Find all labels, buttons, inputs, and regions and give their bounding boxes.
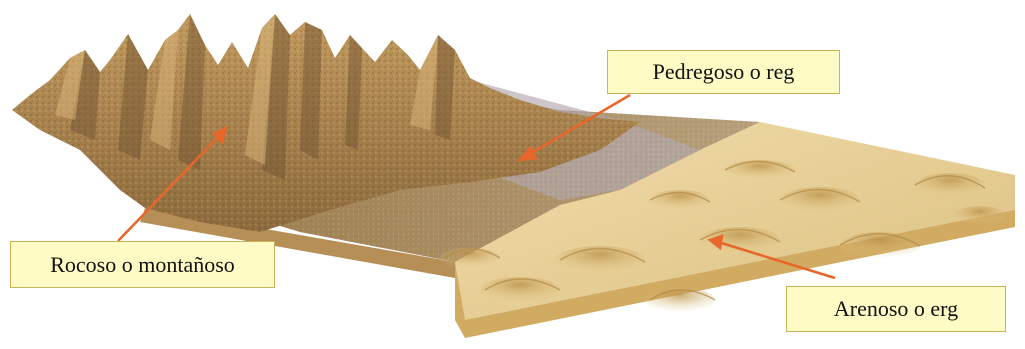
- label-rocoso-montanoso: Rocoso o montañoso: [10, 241, 275, 288]
- label-arenoso-erg: Arenoso o erg: [786, 286, 1006, 332]
- label-pedregoso-reg: Pedregoso o reg: [607, 50, 840, 94]
